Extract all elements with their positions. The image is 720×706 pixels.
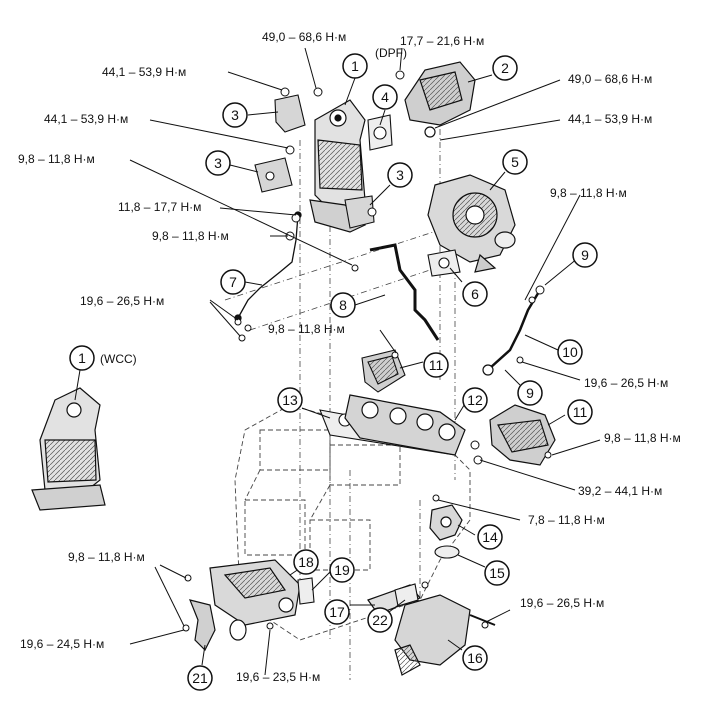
- callout-22: 22: [367, 607, 393, 633]
- heat-shield-small: [361, 349, 406, 393]
- egr-cooler: [209, 559, 301, 626]
- svg-text:1: 1: [351, 58, 359, 74]
- torque-label-bracket-top: 44,1 – 53,9 Н·м: [102, 65, 187, 79]
- svg-text:14: 14: [482, 529, 498, 545]
- svg-text:19: 19: [334, 562, 350, 578]
- gasket-dpf: [367, 114, 393, 151]
- callout-1-wcc: 1: [69, 345, 95, 371]
- callout-18: 18: [293, 549, 319, 575]
- svg-text:2: 2: [501, 60, 509, 76]
- torque-label-manifold-nut: 39,2 – 44,1 Н·м: [578, 484, 663, 498]
- bracket-upper: [274, 94, 306, 133]
- manifold-heat-shield: [489, 404, 556, 466]
- torque-label-oil-feed-lower: 19,6 – 26,5 Н·м: [80, 294, 165, 308]
- callout-2: 2: [492, 55, 518, 81]
- heat-shield-turbo: [404, 61, 476, 138]
- callout-17: 17: [324, 599, 350, 625]
- torque-label-egr-valve: 7,8 – 11,8 Н·м: [528, 513, 605, 527]
- torque-label-bracket-middle: 44,1 – 53,9 Н·м: [44, 112, 129, 126]
- callout-16: 16: [462, 645, 488, 671]
- callout-4: 4: [372, 84, 398, 110]
- svg-text:4: 4: [381, 89, 389, 105]
- svg-text:21: 21: [192, 670, 208, 686]
- svg-text:5: 5: [511, 154, 519, 170]
- turbo-gasket: [427, 249, 461, 277]
- torque-label-turbo-nut: 49,0 – 68,6 Н·м: [568, 72, 653, 86]
- callout-21: 21: [187, 665, 213, 691]
- torque-label-water-pipe-lower: 19,6 – 26,5 Н·м: [584, 376, 669, 390]
- callout-3-lower: 3: [387, 162, 413, 188]
- svg-text:7: 7: [229, 274, 237, 290]
- svg-text:8: 8: [339, 297, 347, 313]
- svg-text:3: 3: [396, 167, 404, 183]
- callout-15: 15: [484, 560, 510, 586]
- callout-6: 6: [462, 281, 488, 307]
- callout-7: 7: [220, 269, 246, 295]
- callout-8: 8: [330, 292, 356, 318]
- torque-label-egr-pipe: 19,6 – 24,5 Н·м: [20, 637, 105, 651]
- callout-11-manifold-shield: 11: [567, 399, 593, 425]
- svg-text:16: 16: [467, 650, 483, 666]
- torque-label-shield-small: 9,8 – 11,8 Н·м: [268, 322, 345, 336]
- svg-text:3: 3: [231, 107, 239, 123]
- callout-11-small-shield: 11: [423, 352, 449, 378]
- torque-label-dpf-nut: 49,0 – 68,6 Н·м: [262, 30, 347, 44]
- callout-19: 19: [329, 557, 355, 583]
- callout-3-middle: 3: [205, 150, 231, 176]
- tag-wcc: (WCC): [100, 352, 137, 366]
- callout-10: 10: [557, 339, 583, 365]
- svg-text:13: 13: [282, 392, 298, 408]
- svg-text:11: 11: [573, 404, 588, 420]
- catalytic-converter-wcc: [31, 387, 106, 511]
- torque-leaders: [74, 47, 601, 676]
- callout-3-top: 3: [222, 102, 248, 128]
- callout-14: 14: [477, 524, 503, 550]
- torque-label-oil-feed-eye-bolt: 11,8 – 17,7 Н·м: [118, 200, 202, 214]
- svg-text:17: 17: [329, 604, 345, 620]
- bolts: [182, 70, 552, 632]
- callout-12: 12: [462, 387, 488, 413]
- turbocharger: [427, 174, 516, 273]
- torque-label-egr-cooler: 9,8 – 11,8 Н·м: [68, 550, 145, 564]
- egr-gasket: [434, 545, 460, 559]
- callouts: 1 2 3 4 3 3 5 7 8 6 9 10 11 9 1 13 12 11…: [69, 53, 598, 691]
- svg-text:3: 3: [214, 155, 222, 171]
- egr-tube-gasket: [394, 583, 419, 607]
- callout-13: 13: [277, 387, 303, 413]
- svg-text:1: 1: [78, 350, 86, 366]
- svg-text:9: 9: [526, 385, 534, 401]
- torque-label-turbo-bolt: 44,1 – 53,9 Н·м: [568, 112, 653, 126]
- torque-label-shield-bolt: 17,7 – 21,6 Н·м: [400, 34, 485, 48]
- egr-cooler-gasket: [297, 577, 315, 605]
- bracket-middle: [254, 157, 293, 193]
- svg-text:22: 22: [372, 612, 388, 628]
- tag-dpf: (DPF): [375, 46, 407, 60]
- bracket-lower: [344, 195, 375, 229]
- torque-label-intake: 19,6 – 26,5 Н·м: [520, 596, 605, 610]
- oil-return-pipe: [369, 243, 440, 341]
- svg-text:6: 6: [471, 286, 479, 302]
- svg-text:10: 10: [562, 344, 578, 360]
- svg-text:12: 12: [467, 392, 483, 408]
- callout-1-dpf: 1: [342, 53, 368, 79]
- torque-label-oil-return-bolt: 9,8 – 11,8 Н·м: [18, 152, 95, 166]
- intake-throttle-body: [394, 594, 496, 676]
- egr-valve: [429, 504, 463, 541]
- exhaust-manifold: [344, 394, 466, 456]
- egr-pipe: [189, 599, 247, 652]
- svg-text:11: 11: [429, 357, 444, 373]
- svg-text:9: 9: [581, 247, 589, 263]
- torque-label-manifold-shield: 9,8 – 11,8 Н·м: [604, 431, 681, 445]
- torque-label-water-pipe-top: 9,8 – 11,8 Н·м: [550, 186, 627, 200]
- callout-5: 5: [502, 149, 528, 175]
- callout-9-lower: 9: [517, 380, 543, 406]
- svg-text:15: 15: [489, 565, 505, 581]
- torque-label-egr-cooler-bolt: 19,6 – 23,5 Н·м: [236, 670, 321, 684]
- oil-feed-pipe: [234, 211, 302, 322]
- torque-label-oil-feed-bracket: 9,8 – 11,8 Н·м: [152, 229, 229, 243]
- callout-9-upper: 9: [572, 242, 598, 268]
- svg-text:18: 18: [298, 554, 314, 570]
